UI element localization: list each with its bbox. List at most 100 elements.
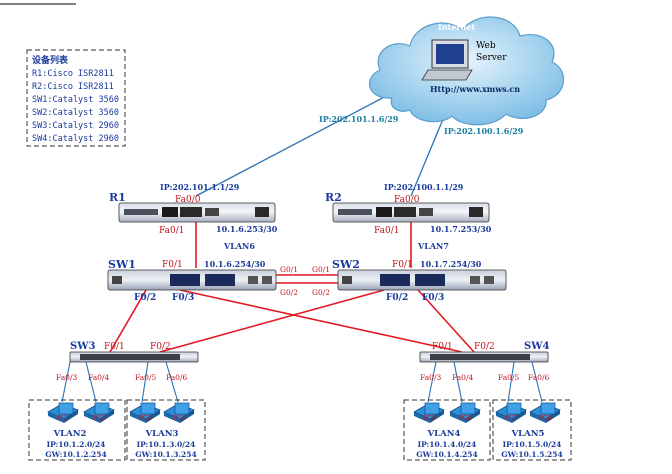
web-server-label-2: Server <box>476 53 507 63</box>
link-sw2-sw3 <box>159 289 385 353</box>
sw3-port-fa0-5: Fa0/5 <box>135 373 156 382</box>
r1-port-fa0-1: Fa0/1 <box>159 226 184 236</box>
pc-label: PC4 <box>173 415 186 422</box>
switch-sw1 <box>107 269 277 291</box>
link-sw3-pc1 <box>61 361 71 403</box>
vlan5-ip: IP:10.1.5.0/24 <box>503 440 562 449</box>
r1-port-fa0-0: Fa0/0 <box>175 195 201 205</box>
vlan6-label: VLAN6 <box>223 241 255 251</box>
router-r2 <box>332 202 490 223</box>
sw1-name: SW1 <box>108 258 136 271</box>
device-list-box: 设备列表 R1:Cisco ISR2811 R2:Cisco ISR2811 S… <box>26 49 126 147</box>
sw4-port-f0-1: F0/1 <box>432 342 453 352</box>
r1-name: R1 <box>109 191 126 204</box>
computer-icon <box>421 39 473 81</box>
device-list-item: SW1:Catalyst 3560 <box>32 95 119 105</box>
sw1-port-f0-1: F0/1 <box>162 260 183 270</box>
sw2-ip: 10.1.7.254/30 <box>420 259 482 269</box>
link-r2-internet <box>410 111 447 197</box>
link-sw1-sw3 <box>109 289 147 353</box>
sw4-port-fa0-4: Fa0/4 <box>452 373 473 382</box>
sw2-port-g0-2: G0/2 <box>312 288 330 297</box>
sw3-port-fa0-6: Fa0/6 <box>166 373 187 382</box>
sw1-port-g0-2: G0/2 <box>280 288 298 297</box>
sw2-port-g0-1: G0/1 <box>312 265 330 274</box>
switch-sw4 <box>419 351 549 363</box>
vlan2-gw: GW:10.1.2.254 <box>45 450 106 459</box>
link-sw4-pc6 <box>453 361 463 403</box>
pc-label: PC3 <box>139 415 152 422</box>
vlan4-gw: GW:10.1.4.254 <box>416 450 477 459</box>
link-sw4-pc7 <box>507 361 515 403</box>
sw2-port-f0-1: F0/1 <box>392 260 413 270</box>
r2-port-fa0-1: Fa0/1 <box>374 226 399 236</box>
link-sw2-sw4 <box>417 289 475 353</box>
vlan5-gw: GW:10.1.5.254 <box>501 450 562 459</box>
internet-cloud: Internet Web Server Http://www.xmws.cn <box>369 16 565 126</box>
sw1-port-g0-1: G0/1 <box>280 265 298 274</box>
sw3-port-f0-1: F0/1 <box>104 342 125 352</box>
link-sw3-pc2 <box>85 361 97 403</box>
pc-label: PC7 <box>505 415 518 422</box>
sw4-name: SW4 <box>524 341 549 352</box>
switch-sw3 <box>69 351 199 363</box>
link-sw1-sw4 <box>179 289 463 353</box>
pc-label: PC5 <box>423 415 436 422</box>
r2-lan-ip: 10.1.7.253/30 <box>430 224 492 234</box>
link-sw3-pc3 <box>141 361 149 403</box>
r1-wan-ip: IP:202.101.1.1/29 <box>160 182 240 192</box>
switch-sw2 <box>337 269 507 291</box>
device-list-item: R1:Cisco ISR2811 <box>32 69 114 79</box>
link-sw3-pc4 <box>165 361 179 403</box>
link-r1-internet <box>195 92 393 197</box>
r2-isp-ip: IP:202.100.1.6/29 <box>444 126 524 136</box>
r2-wan-ip: IP:202.100.1.1/29 <box>384 182 464 192</box>
pc-label: PC2 <box>93 415 106 422</box>
vlan5-name: VLAN5 <box>511 429 545 439</box>
device-list-item: SW2:Catalyst 3560 <box>32 108 119 118</box>
sw1-port-f0-3: F0/3 <box>172 293 194 303</box>
vlan4-name: VLAN4 <box>427 429 461 439</box>
pc-label: PC1 <box>57 415 69 422</box>
r2-name: R2 <box>325 191 342 204</box>
server-url: Http://www.xmws.cn <box>430 84 520 94</box>
device-list-item: SW3:Catalyst 2960 <box>32 121 119 131</box>
vlan3-ip: IP:10.1.3.0/24 <box>137 440 196 449</box>
vlan4-group <box>403 399 491 461</box>
sw3-port-fa0-4: Fa0/4 <box>88 373 109 382</box>
sw1-ip: 10.1.6.254/30 <box>204 259 266 269</box>
sw3-name: SW3 <box>70 341 95 352</box>
sw3-port-fa0-3: Fa0/3 <box>56 373 77 382</box>
device-list-item: SW4:Catalyst 2960 <box>32 134 119 144</box>
sw4-port-f0-2: F0/2 <box>474 342 495 352</box>
r2-port-fa0-0: Fa0/0 <box>394 195 420 205</box>
vlan2-ip: IP:10.1.2.0/24 <box>47 440 106 449</box>
device-list-item: R2:Cisco ISR2811 <box>32 82 114 92</box>
vlan4-ip: IP:10.1.4.0/24 <box>418 440 477 449</box>
r1-isp-ip: IP:202.101.1.6/29 <box>319 114 399 124</box>
pc-label: PC8 <box>539 415 552 422</box>
link-sw4-pc8 <box>531 361 543 403</box>
vlan2-group <box>28 399 126 461</box>
link-sw4-pc5 <box>427 361 437 403</box>
sw4-port-fa0-6: Fa0/6 <box>528 373 549 382</box>
internet-label: Internet <box>438 22 475 32</box>
vlan3-name: VLAN3 <box>145 429 179 439</box>
vlan3-gw: GW:10.1.3.254 <box>135 450 196 459</box>
router-r1 <box>118 202 276 223</box>
sw4-port-fa0-3: Fa0/3 <box>420 373 441 382</box>
sw2-name: SW2 <box>332 258 360 271</box>
sw2-port-f0-2: F0/2 <box>386 293 408 303</box>
sw1-port-f0-2: F0/2 <box>134 293 156 303</box>
sw3-port-f0-2: F0/2 <box>150 342 171 352</box>
device-list-title: 设备列表 <box>32 54 69 66</box>
pc-label: PC6 <box>459 415 472 422</box>
sw2-port-f0-3: F0/3 <box>422 293 444 303</box>
vlan3-group <box>126 399 206 461</box>
sw4-port-fa0-5: Fa0/5 <box>498 373 519 382</box>
vlan2-name: VLAN2 <box>53 429 87 439</box>
web-server-label-1: Web <box>476 41 496 51</box>
links <box>61 92 543 403</box>
vlan7-label: VLAN7 <box>417 241 449 251</box>
